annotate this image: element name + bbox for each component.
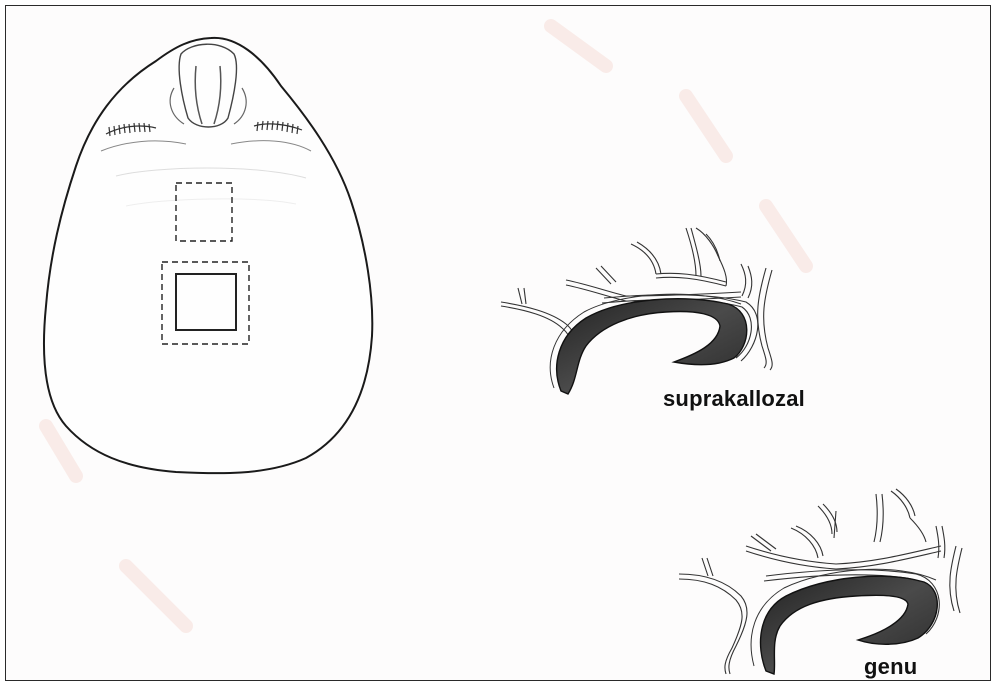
- anatomy-illustration: [6, 6, 991, 681]
- label-suprakallozal: suprakallozal: [663, 386, 805, 412]
- figure-frame: suprakallozal genu: [5, 5, 991, 681]
- head-top-view: [44, 38, 372, 473]
- label-genu: genu: [864, 654, 917, 680]
- suprakallozal-illustration: [501, 228, 772, 394]
- suprakallozal-callosum: [557, 299, 747, 394]
- head-outline: [44, 38, 372, 473]
- genu-illustration: [679, 489, 962, 674]
